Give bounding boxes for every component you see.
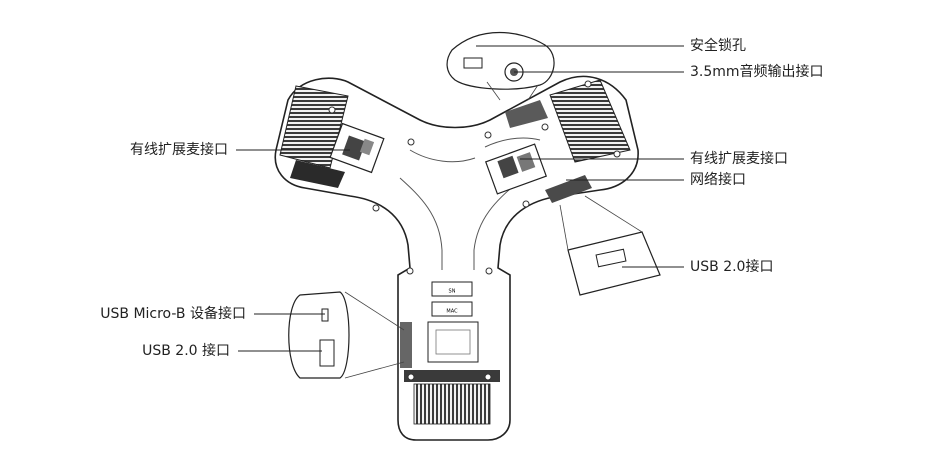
label-security-lock-slot: 安全锁孔 <box>690 38 746 54</box>
label-audio-out-35mm: 3.5mm音频输出接口 <box>690 64 824 80</box>
network-port <box>545 175 592 203</box>
mac-label: MAC <box>446 309 458 315</box>
bottom-stem <box>400 281 500 425</box>
zoom-top-callout <box>446 32 555 101</box>
leader-lines <box>236 45 684 352</box>
label-usb20-right: USB 2.0接口 <box>690 259 774 275</box>
label-wired-mic-left: 有线扩展麦接口 <box>130 142 228 158</box>
zoom-right-callout <box>559 195 661 296</box>
zoom-left-callout <box>288 291 405 379</box>
sn-label: SN <box>449 289 456 295</box>
screws <box>328 80 621 381</box>
label-usb-micro-b: USB Micro-B 设备接口 <box>100 306 246 322</box>
label-wired-mic-right: 有线扩展麦接口 <box>690 151 788 167</box>
label-network-port: 网络接口 <box>690 172 746 188</box>
left-speaker-grille <box>279 85 349 188</box>
label-usb20-left: USB 2.0 接口 <box>142 343 230 359</box>
left-wired-mic-port <box>329 122 385 174</box>
right-wired-mic-port <box>484 143 548 195</box>
right-speaker-grille <box>505 79 631 163</box>
